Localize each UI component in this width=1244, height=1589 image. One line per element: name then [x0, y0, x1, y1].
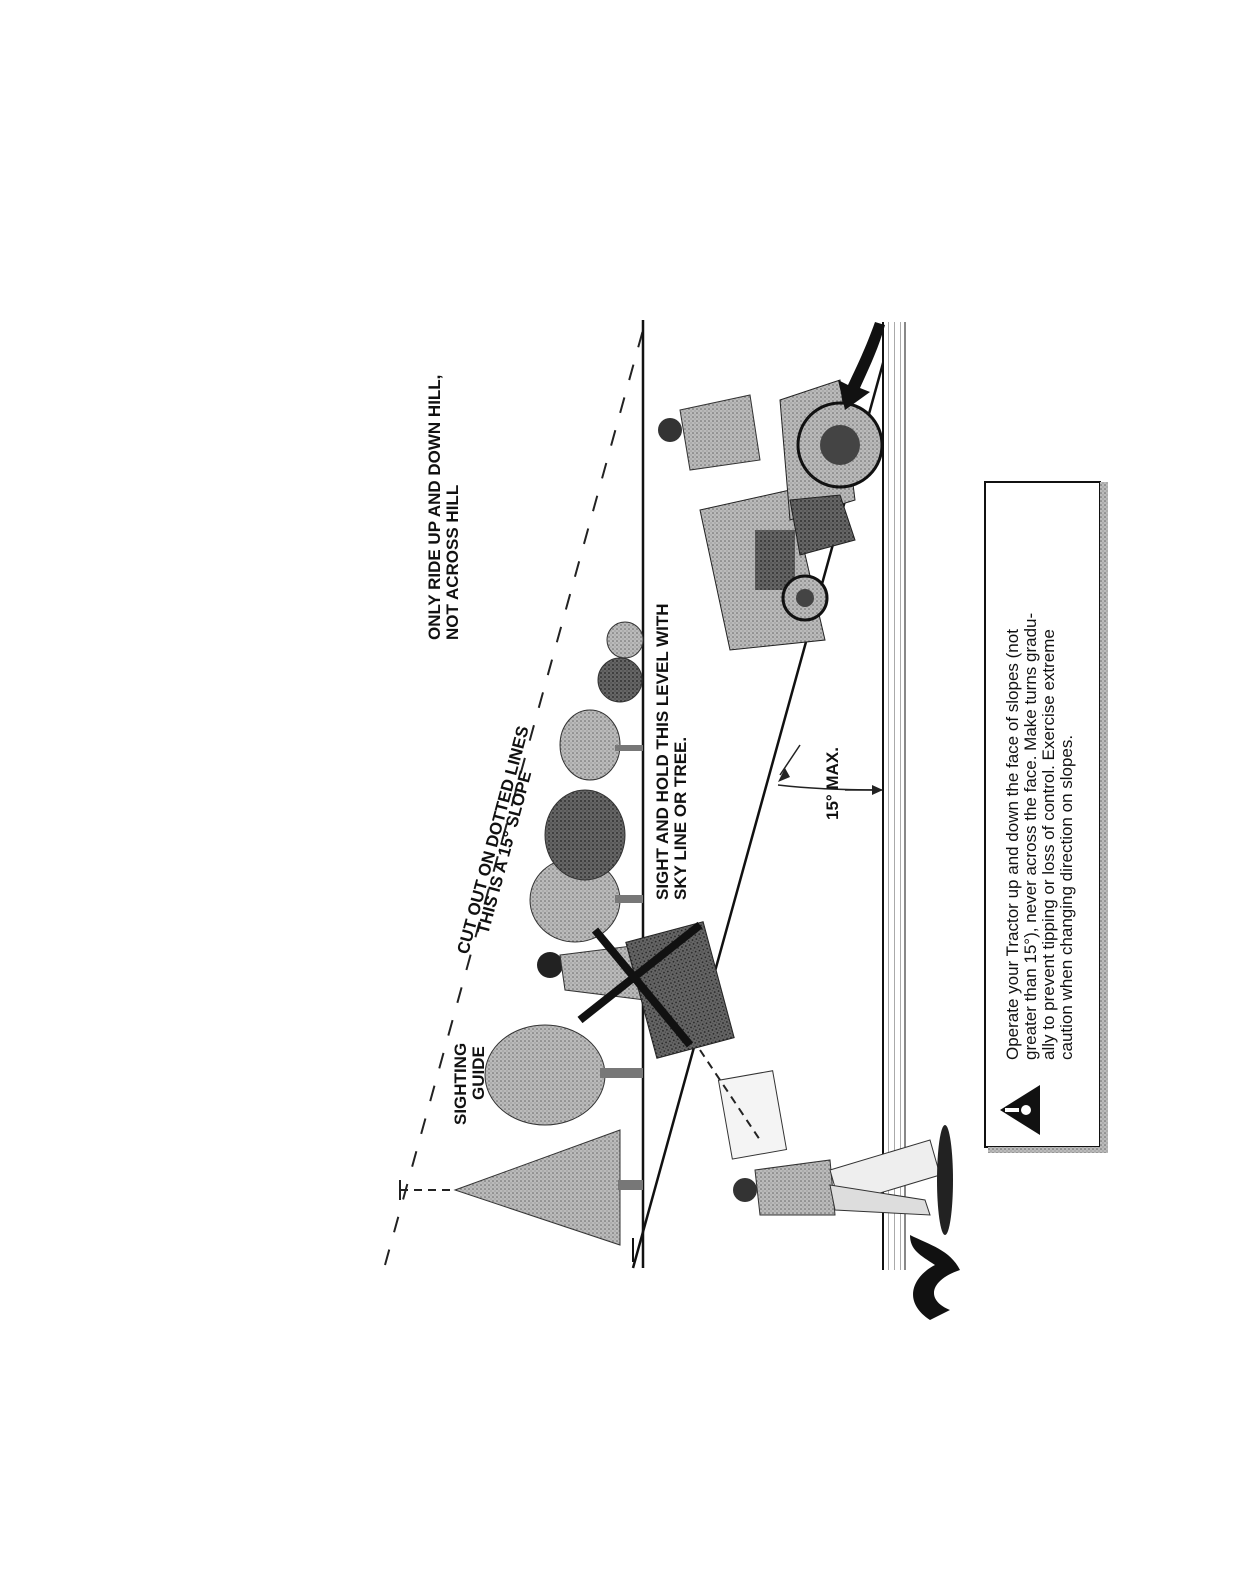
ride-label-line1: ONLY RIDE UP AND DOWN HILL, — [425, 375, 444, 640]
arrow-icon — [838, 322, 885, 410]
warning-line-3: ally to prevent tipping or loss of contr… — [1039, 629, 1058, 1060]
arrow-icon — [910, 1235, 960, 1320]
tractor-icon — [658, 379, 884, 651]
sight-label-line2: SKY LINE OR TREE. — [671, 737, 690, 900]
warning-line-4: caution when changing direction on slope… — [1057, 735, 1076, 1060]
tree-icon — [453, 621, 644, 1246]
guide-label-line1: SIGHTING — [451, 1043, 470, 1125]
person-icon — [699, 1049, 953, 1235]
sight-label-line1: SIGHT AND HOLD THIS LEVEL WITH — [653, 603, 672, 900]
lower-ground-strip — [883, 322, 905, 1270]
warning-box: Operate your Tractor up and down the fac… — [984, 481, 1108, 1153]
warning-line-2: greater than 15°), never across the face… — [1021, 613, 1040, 1060]
ride-label-line2: NOT ACROSS HILL — [443, 485, 462, 640]
warning-triangle-icon — [1000, 1085, 1040, 1135]
max-angle-label: 15° MAX. — [823, 747, 842, 820]
guide-label-line2: GUIDE — [469, 1046, 488, 1100]
sighting-dashed-line — [384, 329, 644, 1266]
person-icon — [537, 921, 735, 1059]
warning-line-1: Operate your Tractor up and down the fac… — [1003, 629, 1022, 1060]
